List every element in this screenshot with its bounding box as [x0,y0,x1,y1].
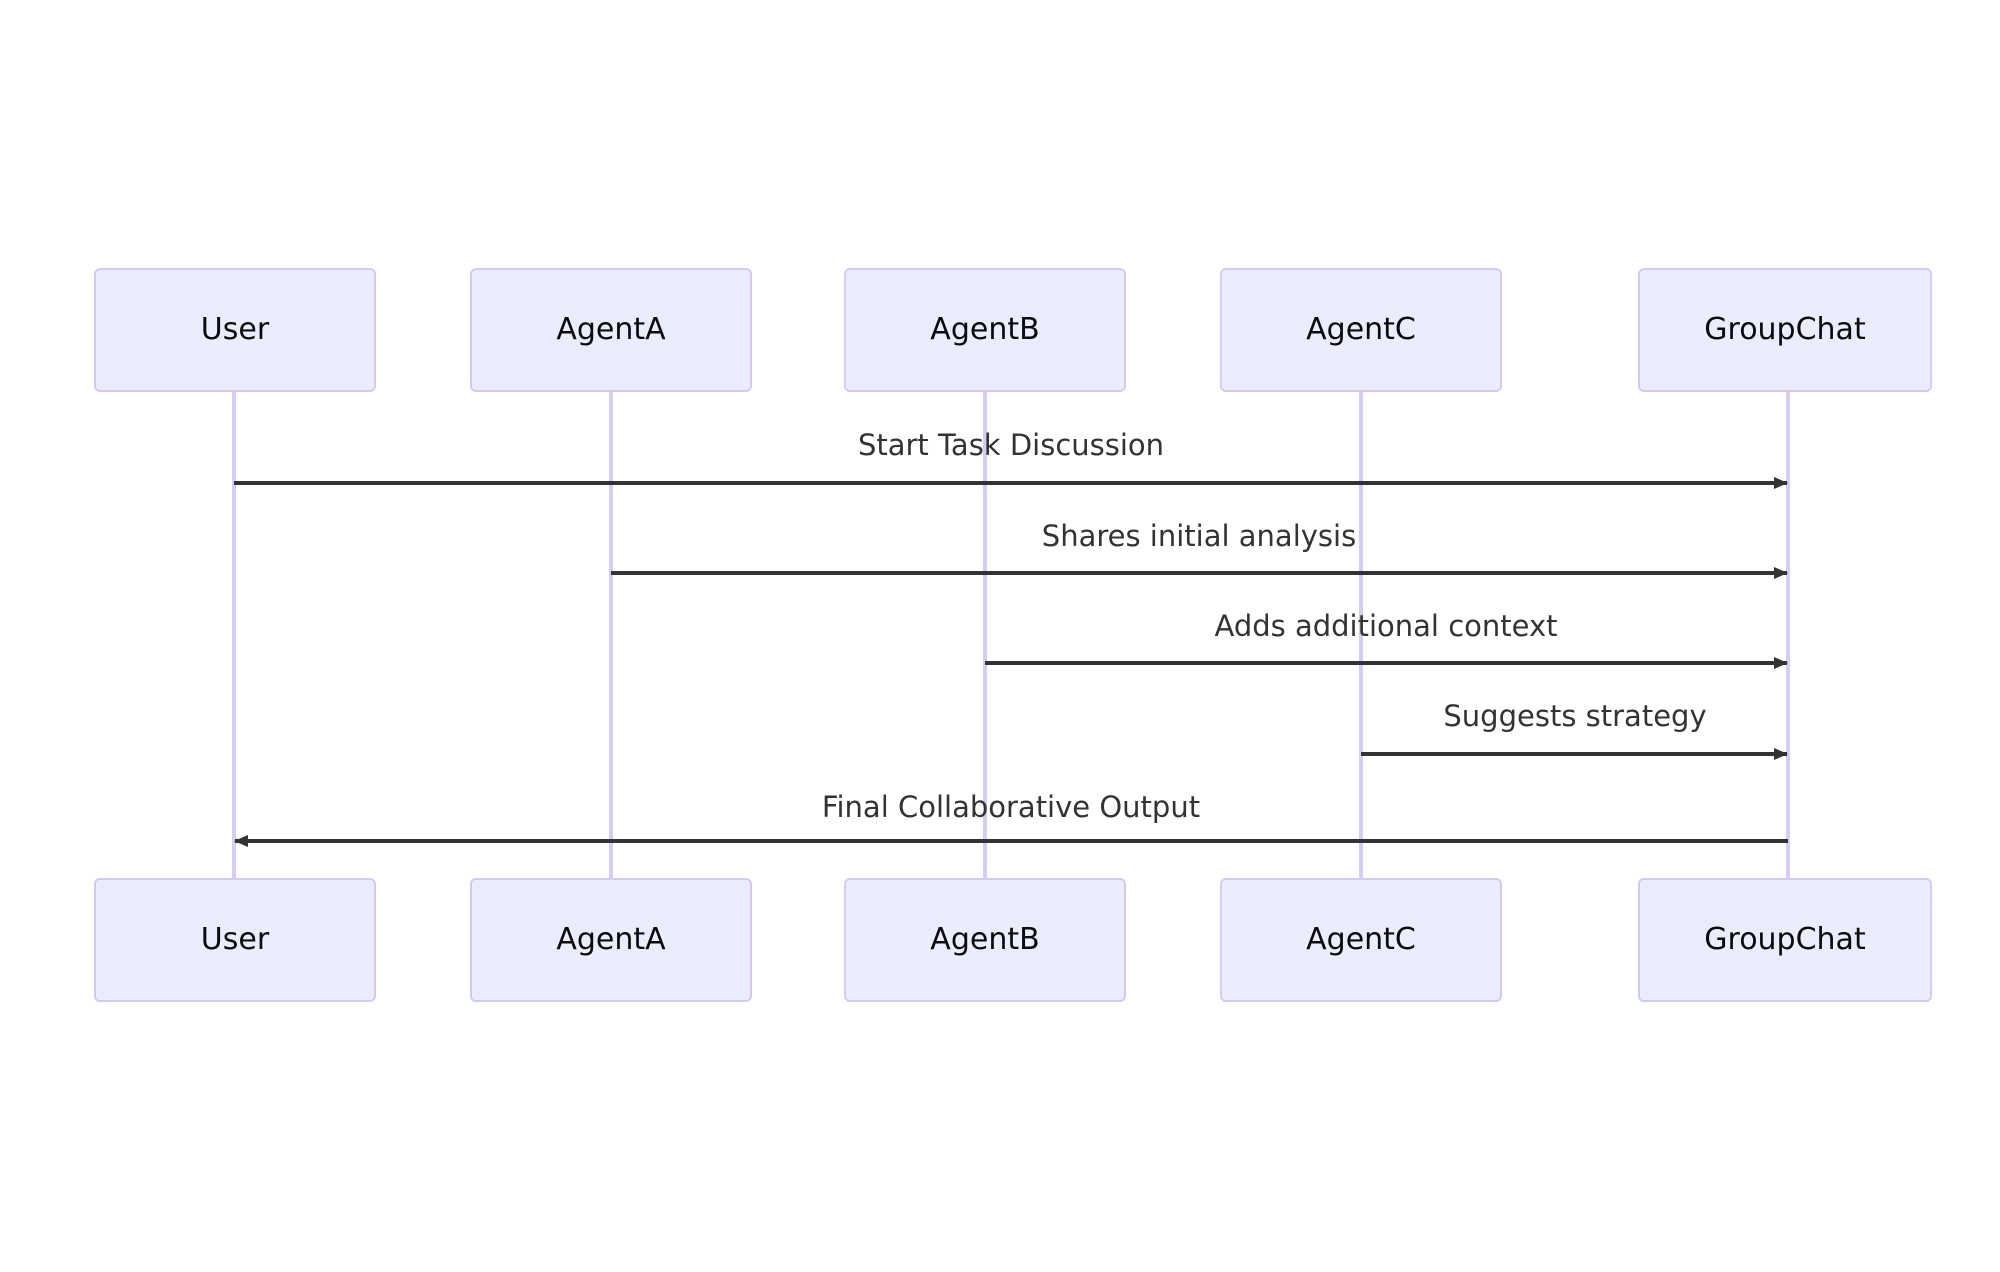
participant-label-agentC: AgentC [1306,312,1416,347]
message-label-5: Final Collaborative Output [821,790,1201,824]
participant-label-groupchat: GroupChat [1704,922,1866,957]
message-label-4: Suggests strategy [1443,699,1707,733]
participant-label-agentB: AgentB [930,922,1040,957]
message-arrows-group [234,477,1788,847]
participant-label-agentC: AgentC [1306,922,1416,957]
participant-box-groupchat-top[interactable]: GroupChat [1638,268,1932,392]
lifelines-group [232,392,1790,878]
participant-box-agentC-bottom[interactable]: AgentC [1220,878,1502,1002]
participant-box-agentA-bottom[interactable]: AgentA [470,878,752,1002]
participant-label-user: User [200,922,270,957]
participant-box-user-bottom[interactable]: User [94,878,376,1002]
participant-label-user: User [200,312,270,347]
participant-label-groupchat: GroupChat [1704,312,1866,347]
participant-box-agentA-top[interactable]: AgentA [470,268,752,392]
participant-label-agentA: AgentA [556,312,666,347]
participant-box-user-top[interactable]: User [94,268,376,392]
participant-box-agentB-bottom[interactable]: AgentB [844,878,1126,1002]
participant-box-groupchat-bottom[interactable]: GroupChat [1638,878,1932,1002]
message-label-1: Start Task Discussion [857,428,1165,462]
message-label-3: Adds additional context [1214,609,1558,643]
participant-box-agentC-top[interactable]: AgentC [1220,268,1502,392]
participant-label-agentA: AgentA [556,922,666,957]
participant-label-agentB: AgentB [930,312,1040,347]
message-label-2: Shares initial analysis [1041,519,1357,553]
participant-box-agentB-top[interactable]: AgentB [844,268,1126,392]
